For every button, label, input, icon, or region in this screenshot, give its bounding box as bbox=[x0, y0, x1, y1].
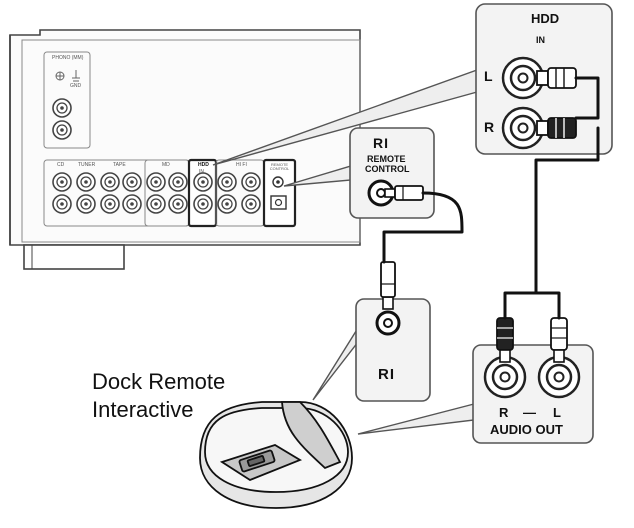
panel-hifi-label: HI FI bbox=[236, 162, 247, 168]
receiver-rear-panel bbox=[9, 29, 361, 270]
callout-leaders bbox=[212, 69, 478, 435]
remote-label-line2: CONTROL bbox=[365, 164, 410, 174]
hdd-right-label: R bbox=[484, 119, 495, 135]
panel-md-label: MD bbox=[162, 162, 170, 168]
remote-label-line1: REMOTE bbox=[367, 154, 406, 164]
hdd-in-label: IN bbox=[536, 35, 545, 45]
ri-logo: RI bbox=[373, 135, 389, 151]
dock-ri-callout bbox=[355, 261, 431, 402]
panel-hdd-label: HDD bbox=[198, 162, 209, 168]
panel-tape-label: TAPE bbox=[113, 162, 126, 168]
audio-dash: — bbox=[523, 405, 536, 420]
panel-remote-label: REMOTE CONTROL bbox=[269, 162, 290, 171]
panel-in-label: IN bbox=[199, 169, 204, 175]
cables bbox=[382, 76, 600, 320]
panel-tuner-label: TUNER bbox=[78, 162, 96, 168]
receiver-ri-jack bbox=[270, 176, 287, 210]
panel-phono-label: PHONO (MM) bbox=[52, 55, 84, 61]
panel-gnd-label: GND bbox=[70, 83, 82, 89]
dock-caption-line2: Interactive bbox=[92, 397, 194, 422]
remote-control-callout bbox=[349, 127, 435, 219]
audio-l-label: L bbox=[553, 405, 561, 420]
panel-cd-label: CD bbox=[57, 162, 65, 168]
audio-out-label: AUDIO OUT bbox=[490, 422, 563, 437]
audio-out-callout bbox=[472, 317, 594, 444]
hdd-left-label: L bbox=[484, 68, 493, 84]
dock-caption-line1: Dock Remote bbox=[92, 369, 226, 394]
audio-r-label: R bbox=[499, 405, 509, 420]
dock-illustration bbox=[199, 401, 353, 509]
hdd-title: HDD bbox=[531, 11, 560, 26]
dock-ri-logo: RI bbox=[378, 366, 395, 383]
